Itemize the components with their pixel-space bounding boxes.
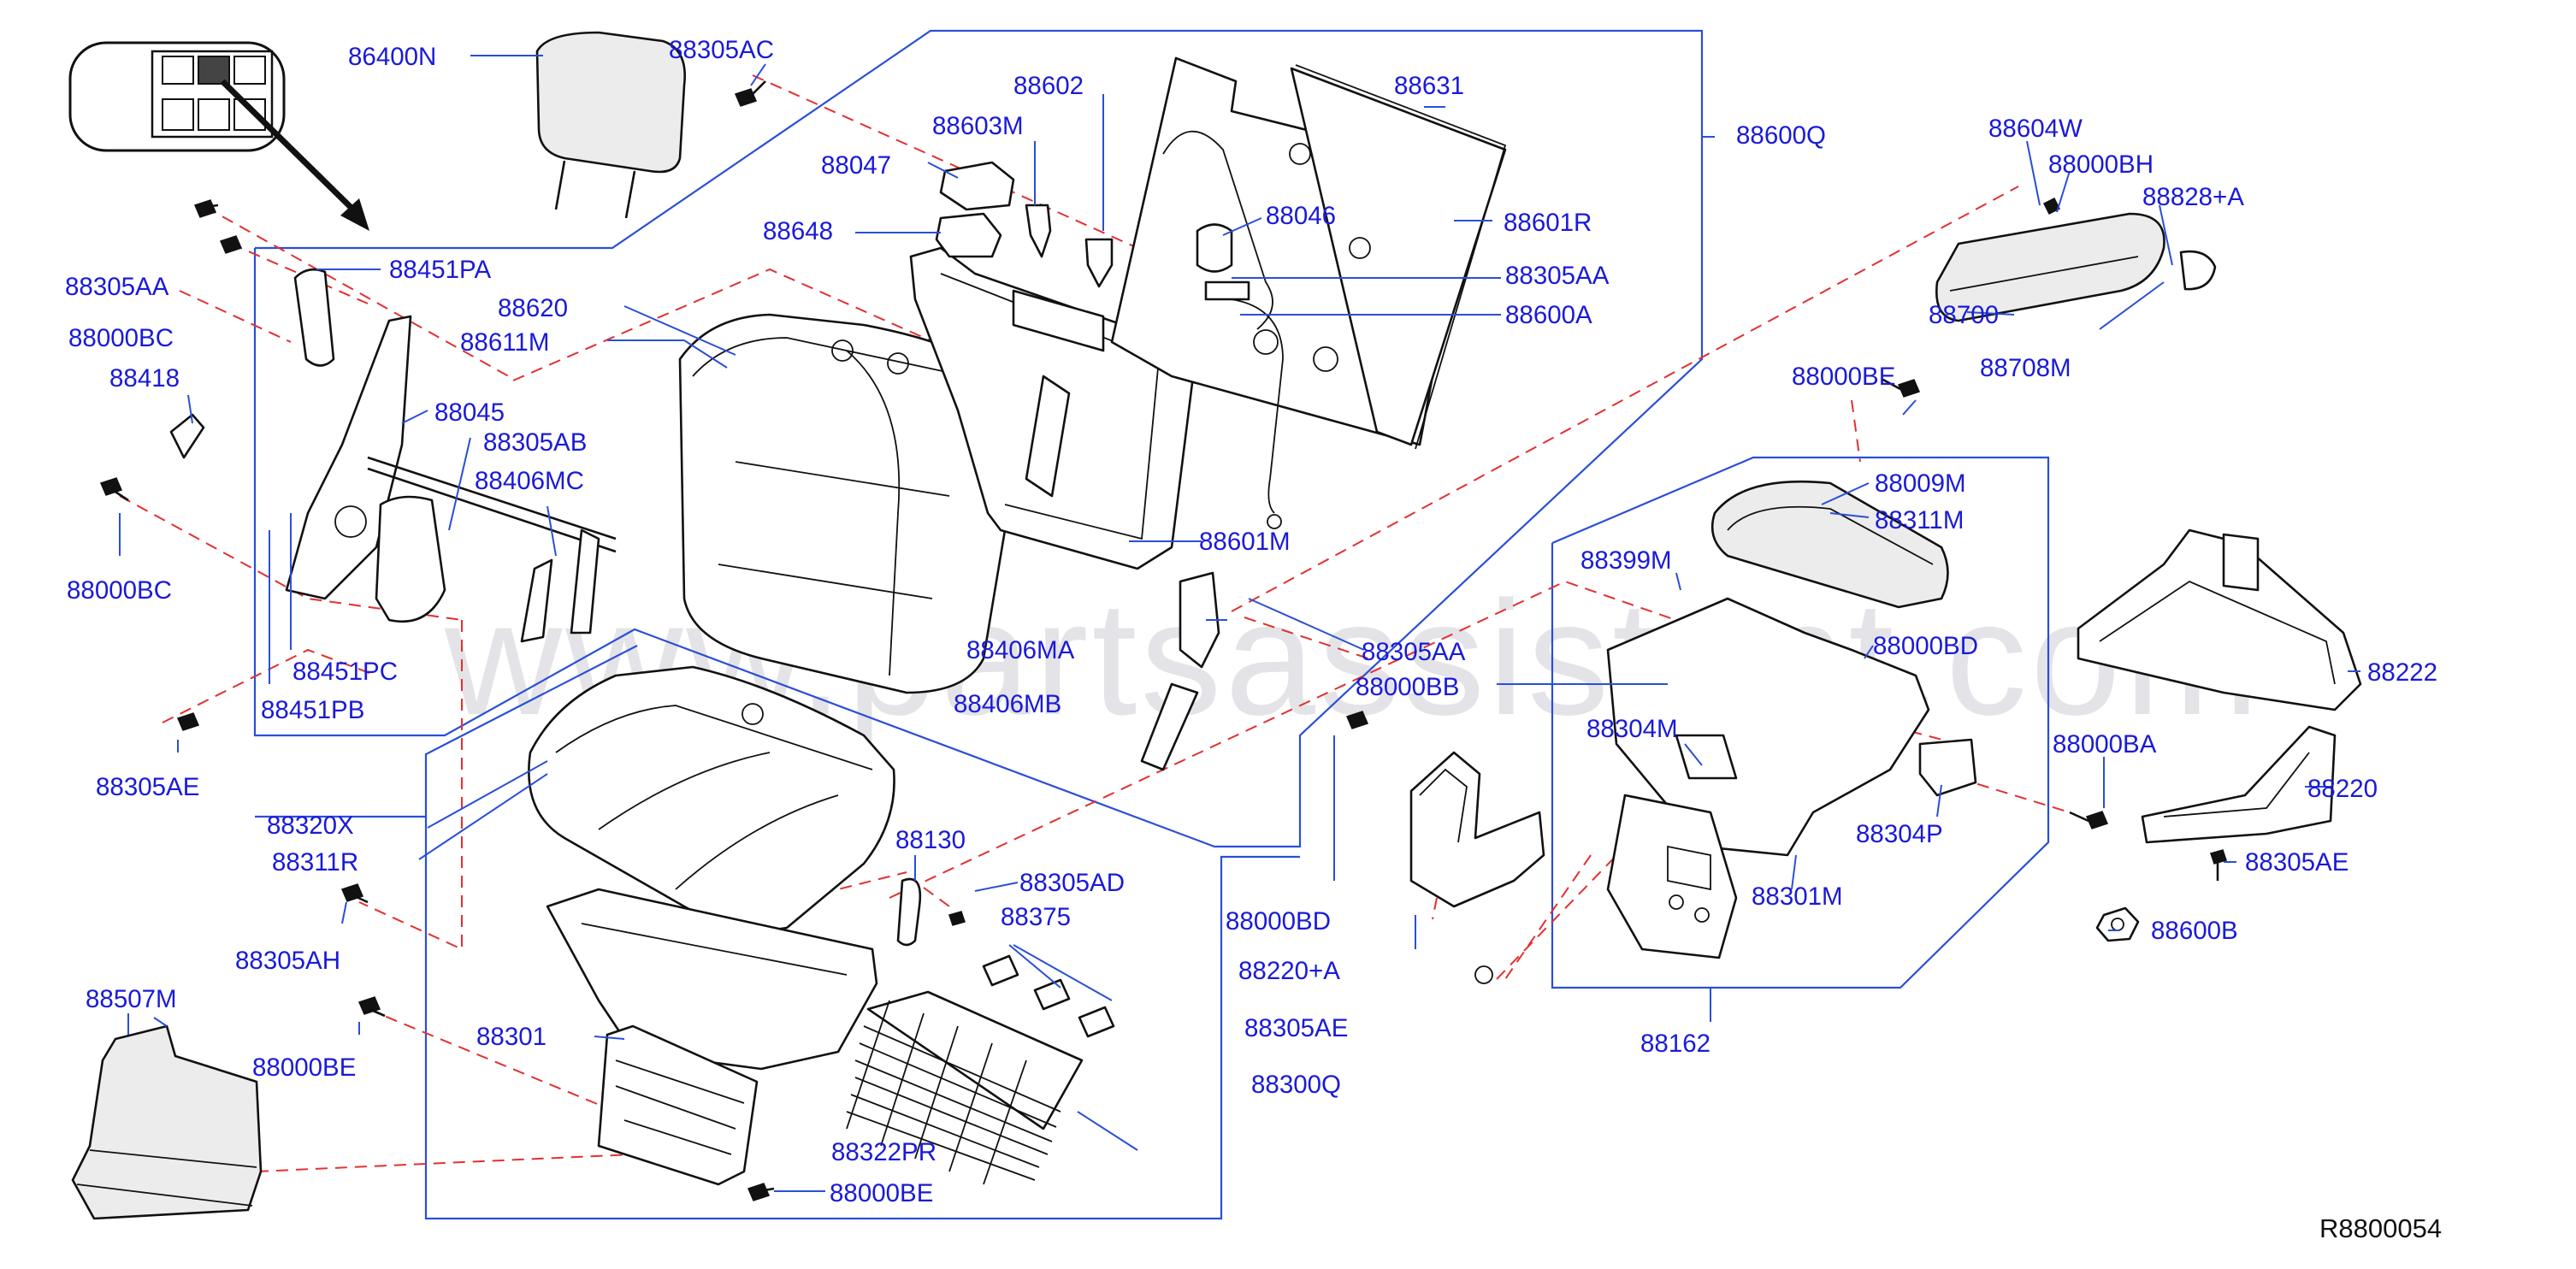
part-label: 88000BC: [67, 576, 172, 605]
headrest-part: [535, 31, 686, 219]
seat-mechanism-part: [1606, 597, 1977, 959]
screw-parts: [99, 80, 2227, 1201]
part-label: 88220+A: [1238, 957, 1340, 985]
part-label: 88000BD: [1226, 907, 1331, 936]
part-label: 88507M: [86, 985, 177, 1013]
part-label: 88611M: [460, 328, 549, 357]
cushion-top-part: [1710, 480, 1949, 609]
part-label: 88009M: [1875, 469, 1966, 498]
part-label: 88828+A: [2142, 183, 2244, 211]
part-label: 88406MC: [475, 467, 584, 495]
vehicle-locator-icon: [68, 41, 369, 231]
part-label: 88000BD: [1873, 632, 1978, 660]
part-label: 88406MB: [954, 690, 1061, 718]
part-label: 88322PR: [831, 1138, 936, 1166]
part-label: 88000BE: [252, 1054, 356, 1082]
side-bracket-part: [1409, 751, 1545, 984]
part-label: 88601M: [1199, 528, 1291, 556]
leader-lines: [119, 55, 2360, 1192]
part-label: 88301M: [1752, 882, 1843, 911]
part-label: 88305AE: [2245, 848, 2349, 876]
part-label: 88648: [763, 217, 833, 245]
part-label: 88304P: [1856, 820, 1943, 848]
part-label: 88603M: [932, 112, 1024, 140]
wire-grid-part: [846, 990, 1084, 1185]
diagram-reference-code: R8800054: [2319, 1213, 2442, 1243]
part-number-labels: 86400N 88305AC 88602 88631 88600Q 88603M…: [65, 36, 2437, 1207]
seat-frame-part: [546, 888, 878, 1186]
part-label: 88301: [476, 1023, 547, 1051]
part-label: 88375: [1001, 903, 1071, 931]
part-label: 88700: [1929, 301, 1999, 329]
part-label: 88399M: [1580, 546, 1672, 575]
part-label: 88311M: [1875, 506, 1964, 534]
part-label: 88451PC: [292, 658, 398, 686]
nut-part: [2095, 906, 2140, 942]
group-frames: [253, 29, 2050, 1220]
part-label: 88305AA: [1505, 262, 1610, 290]
part-label: 88047: [821, 151, 891, 180]
hook-part: [896, 877, 922, 947]
part-label: 88305AB: [483, 428, 587, 457]
part-label: 88708M: [1980, 354, 2071, 382]
part-label: 88602: [1013, 72, 1084, 100]
clip-parts: [935, 161, 1114, 288]
part-label: 88418: [109, 364, 180, 393]
part-label: 88000BH: [2048, 151, 2154, 179]
part-label: 88451PA: [389, 256, 492, 284]
part-label: 88311R: [272, 848, 358, 876]
part-label: 88406MA: [966, 636, 1075, 664]
part-label: 88130: [895, 826, 966, 854]
part-label: 88631: [1394, 72, 1464, 100]
part-label: 88604W: [1988, 115, 2083, 143]
part-label: 88305AA: [65, 273, 169, 301]
part-label: 88305AE: [96, 773, 199, 801]
part-label: 86400N: [348, 43, 436, 71]
rear-bracket-part: [2141, 725, 2337, 844]
part-label: 88305AH: [235, 947, 340, 975]
part-label: 88046: [1266, 202, 1336, 230]
part-label: 88000BC: [68, 324, 174, 352]
hinge-bracket-part: [169, 268, 617, 643]
part-label: 88045: [434, 398, 505, 427]
part-label: 88220: [2307, 775, 2378, 803]
front-cover-part: [71, 1024, 263, 1220]
cable-part: [1231, 298, 1284, 529]
part-label: 88600A: [1505, 301, 1592, 329]
lever-parts: [1140, 571, 1220, 771]
seat-cushion-part: [528, 665, 895, 931]
part-label: 88000BA: [2053, 730, 2157, 758]
back-panel-part: [1110, 56, 1507, 450]
part-label: 88000BE: [1792, 363, 1895, 391]
part-label: 88305AA: [1362, 638, 1466, 666]
part-label: 88600Q: [1736, 121, 1826, 150]
part-label: 88000BB: [1356, 673, 1459, 701]
part-label: 88601R: [1504, 209, 1592, 237]
part-label: 88000BE: [830, 1179, 933, 1207]
part-label: 88305AD: [1019, 869, 1125, 897]
part-label: 88222: [2367, 658, 2437, 687]
part-label: 88305AE: [1244, 1014, 1348, 1042]
part-label: 88300Q: [1251, 1071, 1341, 1099]
part-label: 88600B: [2151, 917, 2238, 945]
part-label: 88305AC: [669, 36, 774, 64]
part-label: 88162: [1640, 1030, 1710, 1058]
rear-tray-part: [2077, 528, 2362, 711]
part-label: 88620: [498, 294, 568, 322]
part-label: 88320X: [267, 812, 354, 840]
armrest-part: [1935, 197, 2217, 322]
part-label: 88451PB: [261, 696, 364, 724]
part-label: 88304M: [1586, 715, 1678, 743]
